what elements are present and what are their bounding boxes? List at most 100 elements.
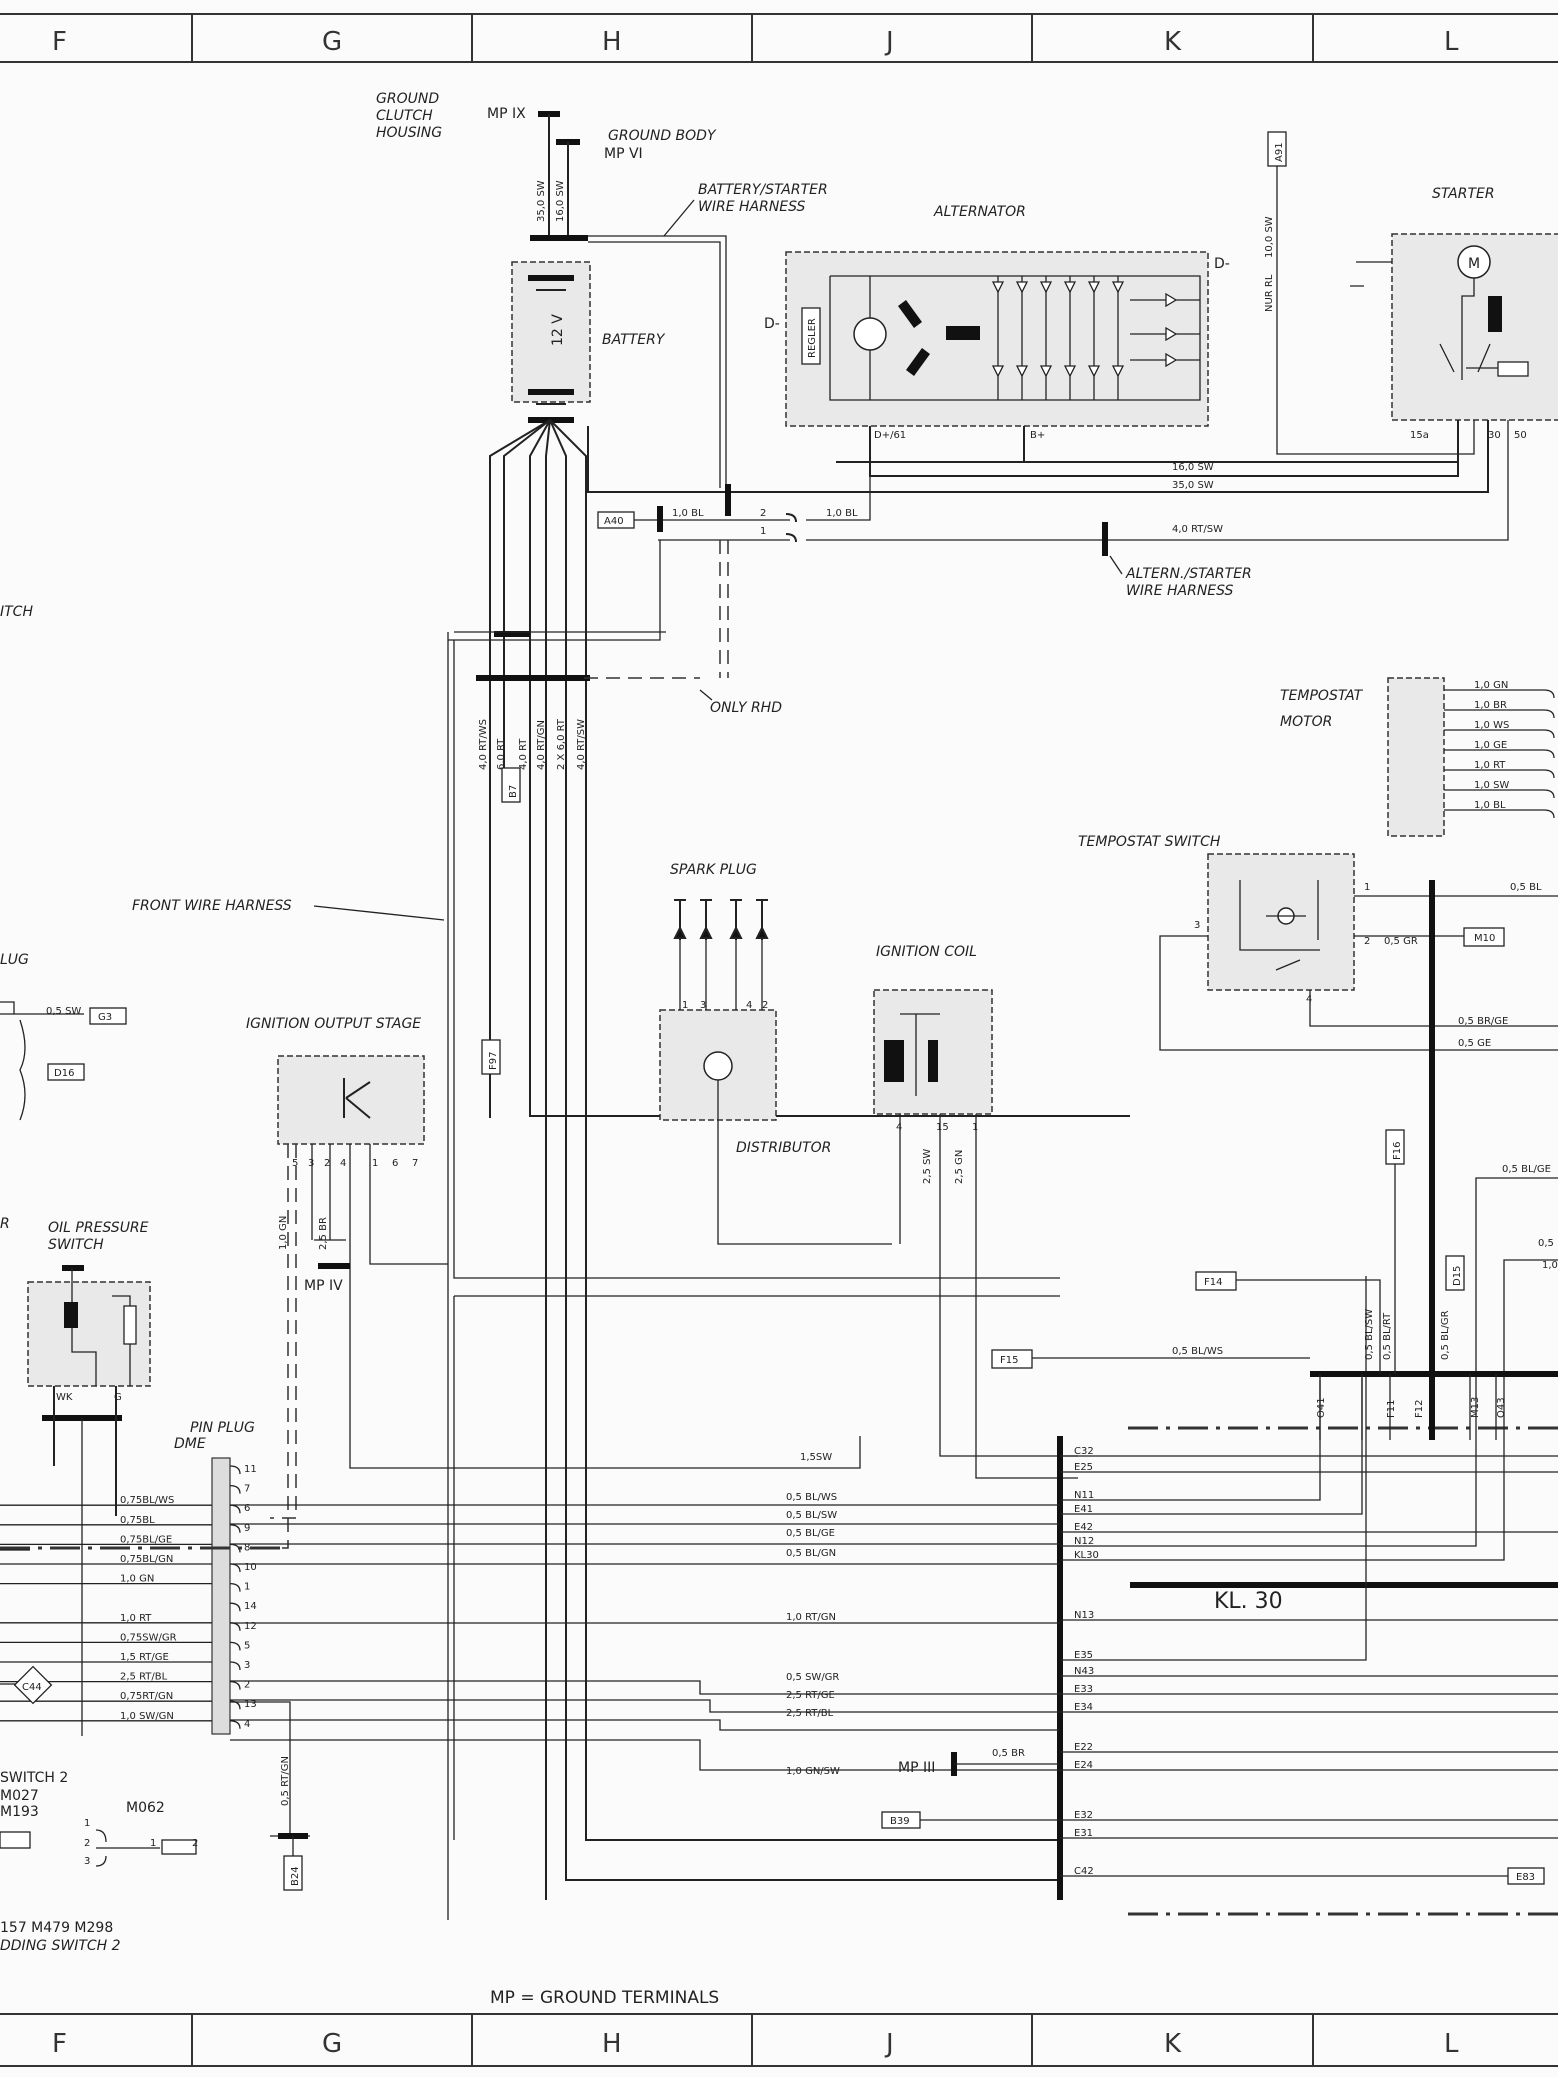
pin-wire-label: 0,75SW/GR (120, 1632, 177, 1643)
wire-label: 0,5 RT/GN (280, 1756, 291, 1806)
oil-pressure-group: OIL PRESSURE SWITCH WK G (27, 1220, 151, 1736)
pin-wire-label: 1,5 RT/GE (120, 1652, 169, 1663)
dme-terminal-label: KL30 (1074, 1550, 1099, 1561)
tempostat-switch-label: TEMPOSTAT SWITCH (1078, 834, 1221, 850)
bundle-wire-labels: 4,0 RT/WS 6,0 RT 4,0 RT 4,0 RT/GN 2 X 6,… (478, 718, 587, 770)
starter-group: STARTER M 15a 30 50 (1350, 186, 1558, 441)
col-label: F (52, 2029, 67, 2059)
wire-label: 0,5 GR (1384, 936, 1418, 947)
pin-number: 13 (244, 1699, 257, 1710)
dme-terminal-label: E31 (1074, 1828, 1093, 1839)
fuse-label: F12 (1414, 1400, 1425, 1418)
col-label: L (1444, 2029, 1459, 2059)
alternator-group: ALTERNATOR REGLER D- D- D+/61 B+ (764, 204, 1230, 462)
wire-label: 0,5 (1538, 1238, 1554, 1249)
svg-text:7: 7 (412, 1158, 418, 1169)
motor-wire (1444, 789, 1555, 799)
pin-connector-icon (229, 1602, 241, 1612)
dme-input-wire (230, 1739, 1060, 1771)
svg-text:1: 1 (372, 1158, 378, 1169)
pin-wire-label: 0,75BL/WS (120, 1495, 174, 1506)
tag-c44: C44 (22, 1682, 42, 1693)
dme-terminal-label: E42 (1074, 1522, 1093, 1533)
left-switch2-label: SWITCH 2 (0, 1770, 68, 1786)
dme-input-wire (230, 1680, 1060, 1695)
battery-harness-label-2: WIRE HARNESS (698, 199, 806, 215)
pin-plug-label-2: DME (174, 1436, 206, 1452)
main-wire-bundle (476, 419, 1130, 1900)
svg-text:3: 3 (84, 1856, 90, 1867)
svg-text:4: 4 (896, 1122, 902, 1133)
tag-a40: A40 (604, 516, 624, 527)
svg-text:4,0 RT/GN: 4,0 RT/GN (536, 720, 547, 770)
wire-label: 0,5 BR/GE (1458, 1016, 1508, 1027)
alternator-label: ALTERNATOR (933, 204, 1026, 220)
wire-label: 35,0 SW (536, 180, 547, 222)
pin-connector-icon (229, 1700, 241, 1710)
pin-connector-icon (229, 1680, 241, 1690)
dme-terminal-label: E32 (1074, 1810, 1093, 1821)
pin-plug-group: PIN PLUG DME 11760,75BL/WS90,75BL80,75BL… (0, 1420, 257, 1735)
ground-terminals-legend: MP = GROUND TERMINALS (490, 1988, 719, 2008)
tag-g3: G3 (98, 1012, 112, 1023)
col-label: J (884, 2029, 894, 2059)
resistor-icon (161, 1839, 197, 1855)
left-lug-label: LUG (0, 952, 29, 968)
svg-text:1: 1 (972, 1122, 978, 1133)
wire-label: 10,0 SW (1264, 216, 1275, 258)
svg-text:4,0 RT: 4,0 RT (518, 738, 529, 770)
svg-text:2,5 SW: 2,5 SW (922, 1149, 933, 1184)
fuse-label: O43 (1496, 1397, 1507, 1418)
wire-label: 0,5 BL/RT (1382, 1312, 1393, 1360)
ground-clutch-label-3: HOUSING (376, 125, 442, 141)
ignition-coil-label: IGNITION COIL (876, 944, 977, 960)
svg-text:2: 2 (192, 1838, 198, 1849)
pin-plug-label: PIN PLUG (190, 1420, 255, 1436)
left-m027: M027 (0, 1788, 39, 1804)
g-label: G (114, 1392, 122, 1403)
spark-plug-icon (673, 899, 769, 940)
wire-label: 1,0 (1542, 1260, 1558, 1271)
battery-label: BATTERY (602, 332, 666, 348)
left-r-label: R (0, 1216, 10, 1232)
svg-text:1,0 GN: 1,0 GN (278, 1216, 289, 1250)
mp-iv-label: MP IV (304, 1278, 343, 1294)
fuse-label: F11 (1386, 1400, 1397, 1418)
pin-number: 3 (244, 1660, 250, 1671)
motor-wire-label: 1,0 GE (1474, 740, 1507, 751)
motor-wire (1444, 729, 1555, 739)
distributor-label: DISTRIBUTOR (736, 1140, 831, 1156)
ignition-output-label: IGNITION OUTPUT STAGE (246, 1016, 421, 1032)
wire-label: 0,5 BL/GE (1502, 1164, 1551, 1175)
wire-label: NUR RL (1264, 274, 1275, 312)
svg-text:6,0 RT: 6,0 RT (496, 738, 507, 770)
battery-group: 12 V BATTERY (511, 261, 666, 423)
oil-pressure-label-2: SWITCH (48, 1237, 104, 1253)
motor-wire (1444, 689, 1555, 699)
starter-pin-50: 50 (1514, 430, 1527, 441)
tag-a91: A91 (1274, 142, 1285, 162)
svg-text:1: 1 (150, 1838, 156, 1849)
wire-label: 1,5SW (800, 1452, 832, 1463)
tempostat-motor-label: TEMPOSTAT (1280, 688, 1364, 704)
dme-terminal-label: E25 (1074, 1462, 1093, 1473)
pin-wire-label: 2,5 RT/BL (120, 1672, 168, 1683)
wire-label: 0,5 BL/GE (786, 1528, 835, 1539)
ground-clutch-group: GROUND CLUTCH HOUSING MP IX GROUND BODY … (376, 91, 717, 241)
battery-connector-pin: 1 (760, 526, 766, 537)
wire-label: 0,5 BL/GR (1440, 1310, 1451, 1360)
motor-wire (1444, 809, 1555, 819)
kl30-label: KL. 30 (1214, 1589, 1283, 1614)
pin-connector-icon (229, 1661, 241, 1671)
svg-text:2,5 BR: 2,5 BR (318, 1217, 329, 1250)
pin-number: 9 (244, 1523, 250, 1534)
motor-wire-label: 1,0 WS (1474, 720, 1509, 731)
svg-text:2,5 GN: 2,5 GN (954, 1150, 965, 1184)
wk-label: WK (56, 1392, 73, 1403)
pin-connector-icon (229, 1524, 241, 1533)
dme-terminal-label: C42 (1074, 1866, 1094, 1877)
pin-connector-icon (229, 1720, 241, 1729)
pin-number: 1 (244, 1582, 250, 1593)
tag-f14: F14 (1204, 1277, 1222, 1288)
wire-label: 0,5 BL/SW (786, 1510, 837, 1521)
